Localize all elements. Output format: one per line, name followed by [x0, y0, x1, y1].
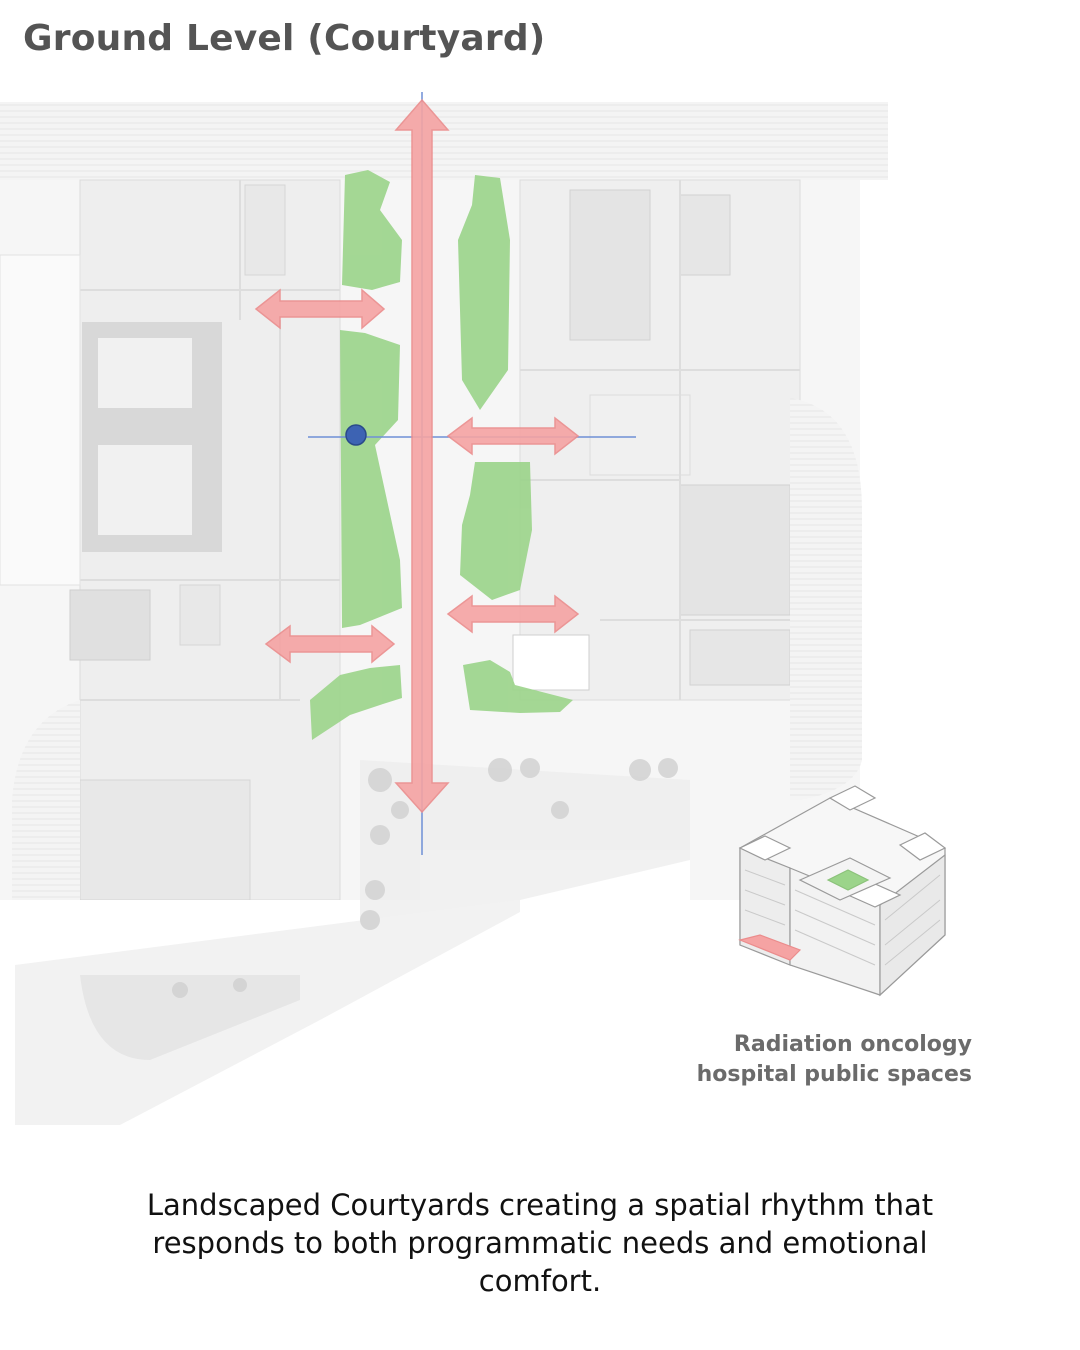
viewpoint-marker-icon — [345, 424, 367, 446]
courtyard-green-6 — [463, 660, 573, 713]
axonometric-caption-line2: hospital public spaces — [696, 1062, 972, 1087]
bottom-caption: Landscaped Courtyards creating a spatial… — [146, 1188, 934, 1298]
axon-ground-red — [738, 934, 802, 961]
arrow-middle-right — [446, 416, 580, 456]
main-vertical-arrow — [394, 98, 450, 814]
axon-courtyard-green — [826, 869, 870, 891]
courtyard-green-5 — [460, 462, 532, 600]
plan-right-wing — [790, 398, 862, 800]
courtyard-green-3 — [310, 665, 402, 740]
courtyard-green-areas — [310, 170, 573, 740]
arrow-upper-left — [254, 288, 386, 330]
circulation-arrows — [254, 98, 580, 814]
page-title: Ground Level (Courtyard) — [23, 18, 546, 59]
courtyard-green-2 — [340, 330, 402, 628]
trees — [172, 758, 678, 998]
axonometric-building — [738, 785, 947, 997]
courtyard-green-4 — [458, 175, 510, 410]
axonometric-caption: Radiation oncology hospital public space… — [697, 1030, 972, 1090]
courtyard-green-1 — [342, 170, 402, 290]
floor-plan — [0, 92, 947, 1125]
arrow-lower-left — [264, 624, 396, 664]
arrow-lower-right — [446, 594, 580, 634]
plan-top-strip — [0, 102, 888, 180]
axonometric-caption-line1: Radiation oncology — [733, 1032, 972, 1057]
plan-left-stair — [12, 700, 80, 900]
